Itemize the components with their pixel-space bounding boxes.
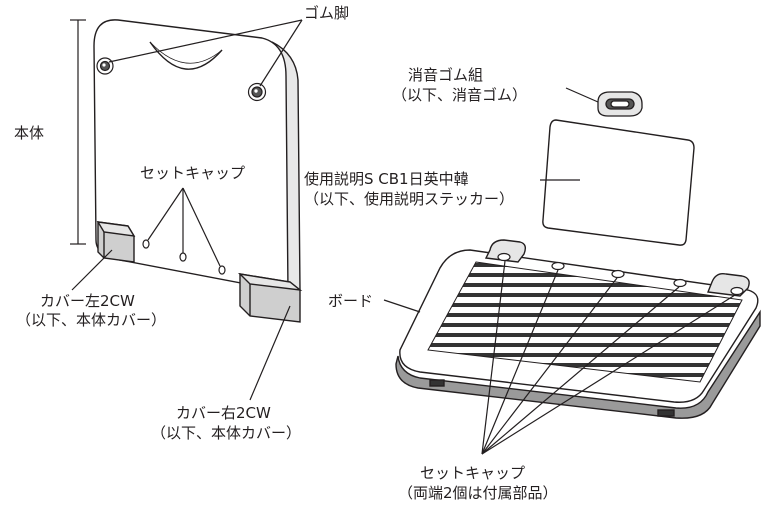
set-cap-holes-board	[497, 252, 744, 296]
label-set-cap-main: セットキャップ	[140, 164, 246, 182]
rubber-foot-left	[96, 57, 114, 75]
manual-sticker	[542, 119, 695, 246]
leader-board	[383, 299, 421, 313]
leader-silencer	[565, 87, 599, 103]
label-set-cap-board-note: （両端2個は付属部品）	[398, 484, 558, 502]
cover-right	[237, 272, 303, 323]
label-body: 本体	[14, 124, 45, 142]
label-set-cap-board-name: セットキャップ	[420, 464, 526, 482]
leader-set-caps-board	[481, 260, 736, 455]
label-silencer-name: 消音ゴム組	[408, 66, 484, 84]
label-rubber-feet: ゴム脚	[304, 4, 350, 22]
main-body	[93, 19, 301, 293]
body-bracket	[70, 19, 86, 245]
label-cover-left-note: （以下、本体カバー）	[16, 311, 167, 329]
label-cover-right-note: （以下、本体カバー）	[151, 424, 302, 442]
leader-set-caps-main	[147, 187, 221, 267]
label-cover-left-name: カバー左2CW	[40, 292, 135, 310]
rubber-foot-right	[247, 82, 267, 102]
silencer-rubber	[597, 91, 643, 117]
cover-left	[96, 221, 136, 263]
label-silencer-note: （以下、消音ゴム）	[392, 86, 528, 104]
label-manual-name: 使用説明S CB1日英中韓	[304, 170, 469, 188]
leader-rubber-feet	[108, 19, 303, 87]
leader-covers	[71, 249, 291, 401]
set-cap-holes-main	[142, 239, 226, 275]
label-cover-right-name: カバー右2CW	[176, 404, 271, 422]
label-board: ボード	[328, 292, 374, 310]
label-manual-note: （以下、使用説明ステッカー）	[304, 190, 515, 208]
board	[395, 239, 761, 419]
